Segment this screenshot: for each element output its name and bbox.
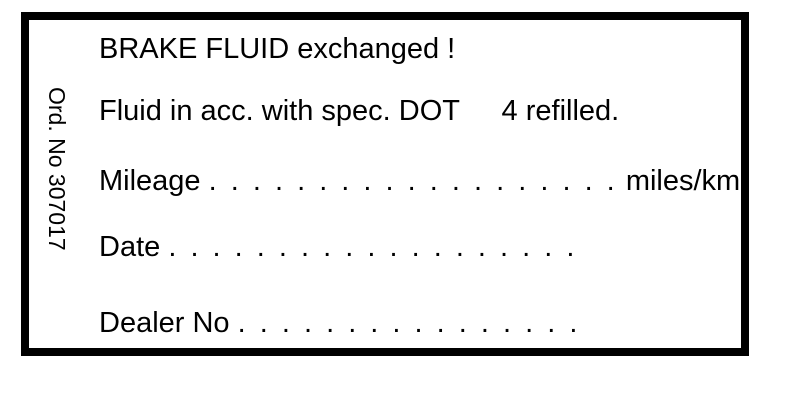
brake-fluid-label xyxy=(21,12,749,356)
dot-spec-value: 4 xyxy=(501,95,518,127)
date-line: Date . . . . . . . . . . . . . . . . . .… xyxy=(99,229,577,265)
date-dots: . . . . . . . . . . . . . . . . . . . xyxy=(168,231,578,263)
label-title: BRAKE FLUID exchanged ! xyxy=(99,33,456,65)
mileage-label: Mileage xyxy=(99,165,201,197)
fluid-spec-line: Fluid in acc. with spec. DOT 4 refilled. xyxy=(99,93,619,129)
dealer-label: Dealer No xyxy=(99,307,230,339)
fluid-spec-suffix: refilled. xyxy=(525,95,620,127)
mileage-dots: . . . . . . . . . . . . . . . . . . . xyxy=(208,165,618,197)
fluid-spec-prefix: Fluid in acc. with spec. DOT xyxy=(99,95,460,127)
mileage-line: Mileage . . . . . . . . . . . . . . . . … xyxy=(99,163,740,199)
dealer-line: Dealer No . . . . . . . . . . . . . . . … xyxy=(99,305,580,341)
dealer-dots: . . . . . . . . . . . . . . . . xyxy=(237,307,581,339)
mileage-unit: miles/km xyxy=(625,165,741,197)
order-number: Ord. No 307017 xyxy=(44,87,70,251)
date-label: Date xyxy=(99,231,161,263)
